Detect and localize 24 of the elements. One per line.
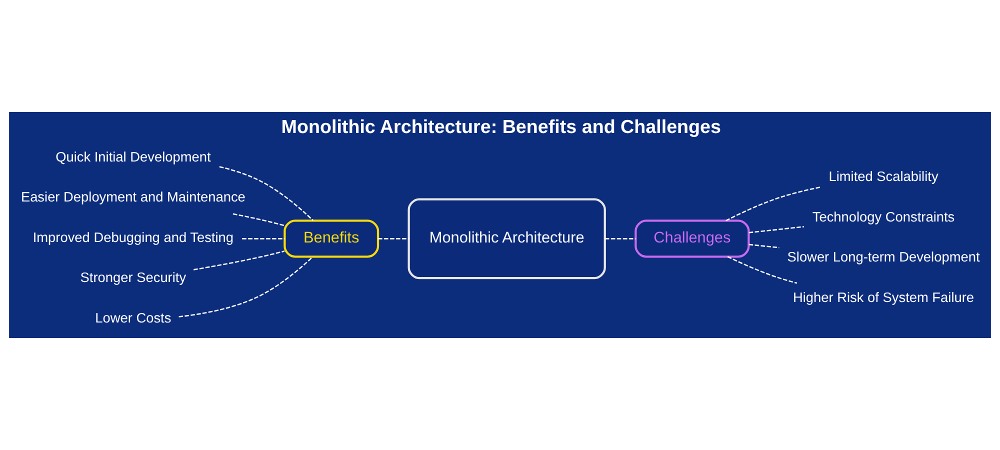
node-text: Technology Constraints xyxy=(812,209,955,224)
connector xyxy=(378,238,409,240)
connector xyxy=(194,250,285,270)
connector xyxy=(178,256,314,318)
connector xyxy=(232,213,285,226)
node-box: Monolithic Architecture xyxy=(408,198,606,280)
node-text: Lower Costs xyxy=(95,310,172,326)
connector xyxy=(604,238,636,240)
node-text: Quick Initial Development xyxy=(56,149,211,164)
connector xyxy=(242,238,285,240)
connector xyxy=(748,226,804,234)
connector xyxy=(727,256,798,284)
connector xyxy=(748,244,780,248)
diagram-title: Monolithic Architecture: Benefits and Challenges xyxy=(281,116,722,138)
node-text: Stronger Security xyxy=(80,270,186,286)
node-box: Challenges xyxy=(634,220,750,258)
node-text: Easier Deployment and Maintenance xyxy=(20,190,246,205)
node-text: Slower Long-term Development xyxy=(787,250,980,265)
node-text: Limited Scalability xyxy=(828,169,938,184)
connector xyxy=(219,166,314,221)
node-text: Higher Risk of System Failure xyxy=(792,290,974,305)
node-text: Improved Debugging and Testing xyxy=(32,230,234,245)
node-box: Benefits xyxy=(284,220,380,258)
connector xyxy=(726,186,820,222)
